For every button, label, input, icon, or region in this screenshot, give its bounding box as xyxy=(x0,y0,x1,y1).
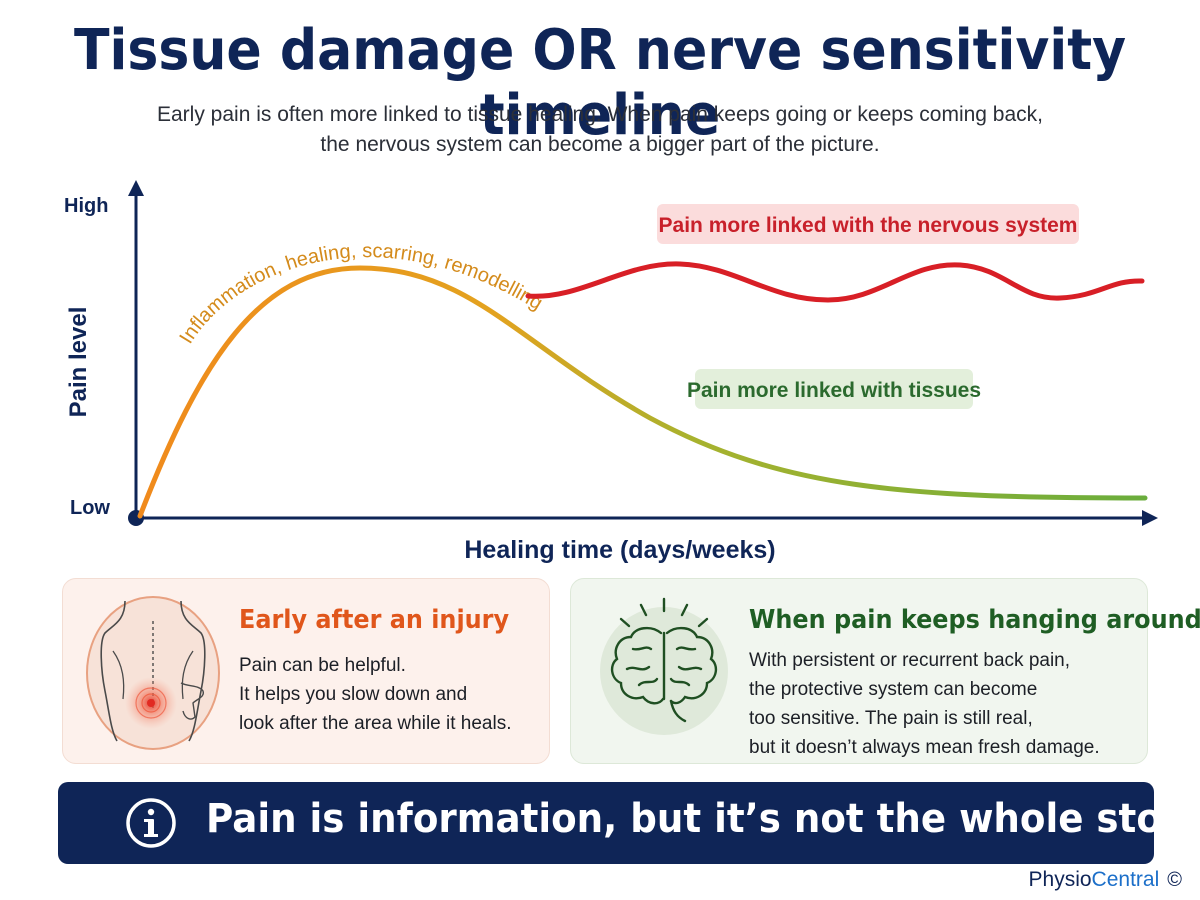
y-axis-label: Pain level xyxy=(65,307,92,418)
persistent-card-line: too sensitive. The pain is still real, xyxy=(749,708,1033,729)
early-card-line: Pain can be helpful. xyxy=(239,655,406,676)
early-card-line: look after the area while it heals. xyxy=(239,713,512,734)
y-axis-arrow xyxy=(128,180,144,196)
early-card-body: Pain can be helpful. It helps you slow d… xyxy=(239,651,512,738)
tissue-label-bg xyxy=(695,369,973,409)
nervous-label-bg xyxy=(657,204,1079,244)
y-high-label: High xyxy=(64,195,108,217)
subtitle-line-1: Early pain is often more linked to tissu… xyxy=(157,103,1043,126)
banner-text: Pain is information, but it’s not the wh… xyxy=(206,796,1200,842)
nervous-label: Pain more linked with the nervous system xyxy=(659,214,1078,237)
subtitle-line-2: the nervous system can become a bigger p… xyxy=(320,133,880,156)
back-pain-icon xyxy=(86,596,220,750)
persistent-card-line: but it doesn’t always mean fresh damage. xyxy=(749,737,1100,758)
persistent-card-body: With persistent or recurrent back pain, … xyxy=(749,646,1100,762)
brain-icon xyxy=(600,597,728,735)
page-title: Tissue damage OR nerve sensitivity timel… xyxy=(73,18,1127,148)
tissue-healing-curve xyxy=(137,265,1148,519)
healing-phases-textpath: Inflammation, healing, scarring, remodel… xyxy=(175,240,546,348)
y-low-label: Low xyxy=(70,497,110,519)
brand-logo: PhysioCentral © xyxy=(1029,868,1182,892)
info-icon xyxy=(126,798,176,848)
x-axis-label: Healing time (days/weeks) xyxy=(464,536,775,564)
persistent-card-line: the protective system can become xyxy=(749,679,1038,700)
pain-timeline-chart: High Low Pain level Healing time (days/w… xyxy=(64,180,1158,564)
copyright-icon: © xyxy=(1167,869,1182,891)
persistent-card-title: When pain keeps hanging around xyxy=(749,605,1200,635)
subtitle: Early pain is often more linked to tissu… xyxy=(0,100,1200,160)
card-early-injury: Early after an injury Pain can be helpfu… xyxy=(62,578,550,764)
persistent-card-line: With persistent or recurrent back pain, xyxy=(749,650,1071,671)
x-axis-arrow xyxy=(1142,510,1158,526)
brand-part-2: Central xyxy=(1091,868,1160,891)
brand-part-1: Physio xyxy=(1028,868,1092,891)
key-message-banner: Pain is information, but it’s not the wh… xyxy=(58,782,1200,864)
card-persistent-pain: When pain keeps hanging around With pers… xyxy=(570,578,1200,764)
nervous-system-wave xyxy=(525,261,1145,303)
early-card-title: Early after an injury xyxy=(239,605,510,635)
healing-phases-label: Inflammation, healing, scarring, remodel… xyxy=(175,240,546,348)
early-card-line: It helps you slow down and xyxy=(239,684,468,705)
tissue-label: Pain more linked with tissues xyxy=(687,379,981,402)
